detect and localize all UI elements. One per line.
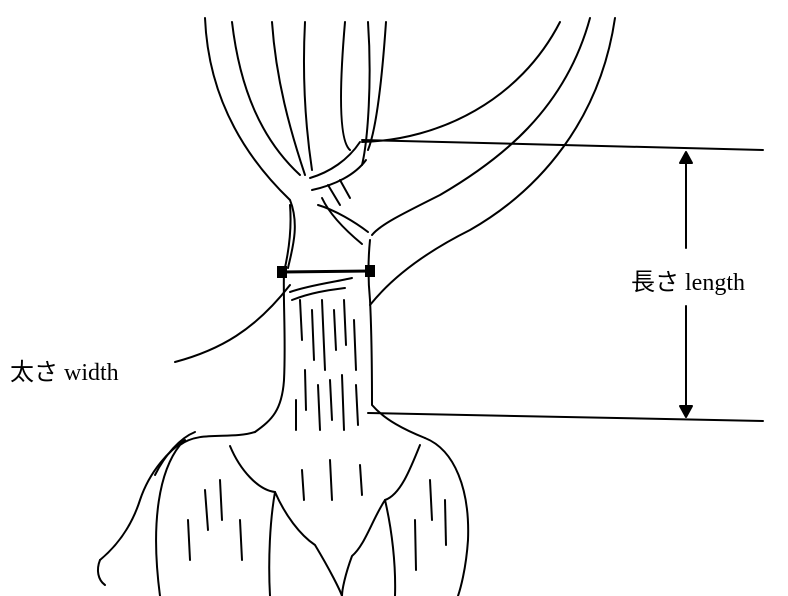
bulb-outline [98, 432, 468, 596]
width-label: 太さ width [10, 361, 119, 385]
leaf-outlines [205, 18, 615, 305]
neck-outline [255, 205, 425, 438]
length-label: 長さ length [631, 271, 745, 295]
